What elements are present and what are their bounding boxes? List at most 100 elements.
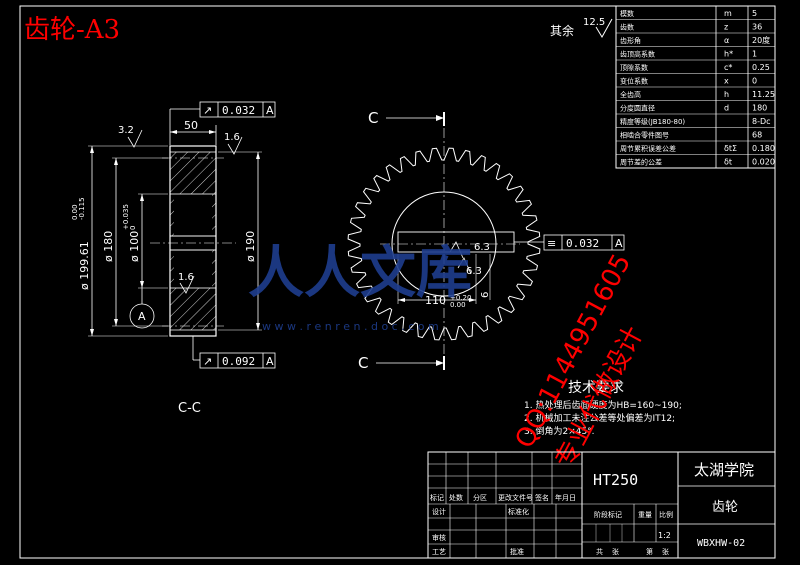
tol-down: 0: [129, 226, 137, 230]
hdr-total: 共: [596, 547, 603, 556]
param-symbol: h*: [724, 50, 733, 59]
param-name: 周节差的公差: [620, 158, 662, 167]
section-marker-top: C: [368, 109, 378, 127]
gear-view: C C 6.3 6.3 110 +0.20 0.00 6 ≡ 0.032: [347, 109, 625, 372]
rough-left-value: 3.2: [118, 125, 134, 136]
roughness-symbol-icon: [227, 136, 243, 155]
roughness-symbol-icon: [179, 275, 195, 294]
param-name: 齿数: [620, 23, 634, 32]
param-symbol: α: [724, 36, 729, 45]
section-view: 50 3.2 1.6 ↗ 0.032 A: [71, 101, 276, 416]
hdr-standard: 标准化: [508, 507, 529, 516]
title-block: HT250 太湖学院 齿轮 WBXHW-02 1:2 标记 处数 分区 更改文件…: [427, 451, 776, 559]
param-value: 0.25: [752, 63, 770, 72]
param-value: 0.020: [752, 158, 775, 167]
param-value: 20度: [752, 35, 770, 45]
datum-label: A: [138, 310, 146, 323]
param-symbol: x: [724, 77, 729, 86]
hdr-design: 设计: [432, 507, 446, 516]
tol-value: 0.032: [566, 237, 599, 250]
tol-value: 0.032: [222, 104, 255, 117]
watermark-logo: 人人文库: [248, 240, 472, 306]
hdr-weight: 重量: [638, 511, 652, 519]
roughness-symbol-icon: [457, 257, 472, 275]
drawing-number: WBXHW-02: [697, 538, 745, 549]
dim-keyway: 110: [425, 294, 446, 307]
tolerance-frame-symmetry: ≡ 0.032 A: [543, 234, 625, 251]
hdr-process: 工艺: [432, 548, 446, 556]
tolerance-frame-bottom: ↗ 0.092 A: [199, 352, 276, 369]
param-name: 变位系数: [620, 77, 648, 86]
param-symbol: c*: [724, 63, 732, 72]
roughness-symbol-icon: [127, 129, 143, 148]
hdr-sheet: 张: [612, 547, 619, 556]
param-symbol: δt: [724, 158, 732, 167]
param-value: 68: [752, 131, 762, 140]
tol-down: -0.115: [78, 197, 86, 220]
param-name: 全齿高: [620, 90, 641, 99]
roughness-symbol-icon: [449, 241, 464, 259]
tol-value: 0.092: [222, 355, 255, 368]
dim-key-small: 6: [480, 292, 491, 298]
scale: 1:2: [658, 531, 671, 540]
param-name: 齿顶高系数: [620, 50, 655, 59]
tol-datum: A: [266, 104, 274, 117]
param-name: 齿形角: [620, 36, 641, 45]
tech-item-1: 1. 热处理后齿面硬度为HB=160~190;: [524, 399, 682, 411]
param-value: 180: [752, 104, 767, 113]
section-label: C-C: [178, 401, 201, 416]
drawing-border: [19, 5, 776, 559]
param-name: 周节累积误差公差: [620, 144, 676, 153]
param-symbol: δtΣ: [724, 144, 737, 153]
tol-up: 0.00: [71, 204, 79, 220]
tech-requirements: 技术要求 1. 热处理后齿面硬度为HB=160~190; 2. 机械加工未注公差…: [524, 380, 682, 437]
dim-190: ø 190: [244, 231, 257, 262]
hdr-doc: 更改文件号: [498, 493, 533, 502]
dim-180: ø 180: [102, 231, 115, 262]
datum-circle: [129, 303, 155, 329]
rough-right-value: 1.6: [224, 132, 240, 143]
hdr-ratio: 比例: [659, 510, 673, 519]
drawing-title: 齿轮-A3: [24, 15, 120, 45]
tol-datum: A: [266, 355, 274, 368]
tech-item-3: 3. 倒角为2×45°.: [524, 425, 595, 437]
hdr-review: 审核: [432, 533, 446, 542]
tol-up: +0.035: [122, 204, 130, 230]
param-symbol: h: [724, 90, 729, 99]
param-value: 8-Dc: [752, 117, 771, 126]
param-value: 0: [752, 77, 757, 86]
tol-down: 0.00: [450, 301, 466, 309]
tech-title: 技术要求: [568, 380, 624, 396]
tech-item-2: 2. 机械加工未注公差等处偏差为IT12;: [524, 412, 675, 424]
param-name: 精度等级(JB180-80): [620, 117, 685, 126]
hdr-mark: 标记: [430, 493, 444, 502]
param-value: 1: [752, 50, 757, 59]
hdr-page-unit: 张: [662, 547, 669, 556]
tol-datum: A: [615, 237, 623, 250]
bore-rough-2: 6.3: [466, 266, 482, 277]
param-name: 分度圆直径: [620, 104, 655, 113]
param-symbol: d: [724, 104, 729, 113]
watermark-url: w w w . r e n r e n . d o c . c o m: [262, 320, 439, 333]
gear-teeth-outline: [347, 147, 541, 341]
param-value: 5: [752, 9, 757, 18]
param-symbol: z: [724, 23, 728, 32]
hdr-date: 年月日: [555, 493, 576, 502]
dim-100: ø 100: [128, 231, 141, 262]
runout-icon: ↗: [203, 104, 212, 117]
hdr-stage: 阶段标记: [594, 510, 622, 519]
rough-bore-value: 1.6: [178, 272, 194, 283]
param-name: 模数: [620, 9, 634, 18]
hdr-sign: 签名: [535, 493, 549, 502]
param-name: 顶隙系数: [620, 63, 648, 72]
symmetry-icon: ≡: [547, 237, 556, 250]
dim-width: 50: [184, 119, 198, 132]
param-value: 11.25: [752, 90, 775, 99]
material: HT250: [593, 471, 638, 489]
hdr-qty: 处数: [449, 493, 463, 502]
part-name: 齿轮: [712, 500, 738, 515]
bore-rough-1: 6.3: [474, 242, 490, 253]
